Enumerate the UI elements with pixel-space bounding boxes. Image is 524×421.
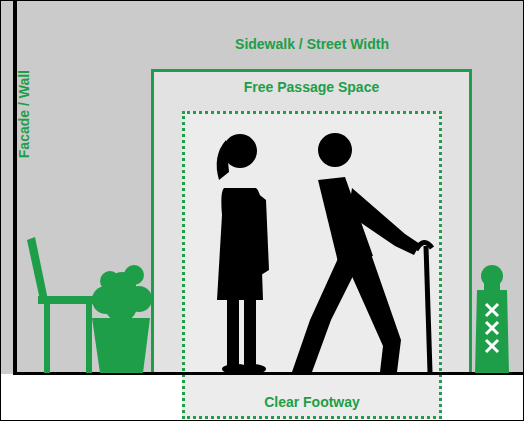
zone-label: Clear Footway xyxy=(264,394,360,410)
passage-zone: Clear Footway xyxy=(182,111,442,419)
elderly-figure xyxy=(292,133,432,372)
facade-line xyxy=(13,0,17,375)
wall-label: Facade / Wall xyxy=(16,70,32,158)
woman-figure xyxy=(217,134,269,374)
zone-label: Free Passage Space xyxy=(244,79,379,95)
bench-symbol xyxy=(27,237,98,373)
ground-line xyxy=(13,372,524,375)
width-label: Sidewalk / Street Width xyxy=(235,36,389,52)
plant-symbol xyxy=(92,265,152,373)
bollard-symbol xyxy=(475,265,509,373)
